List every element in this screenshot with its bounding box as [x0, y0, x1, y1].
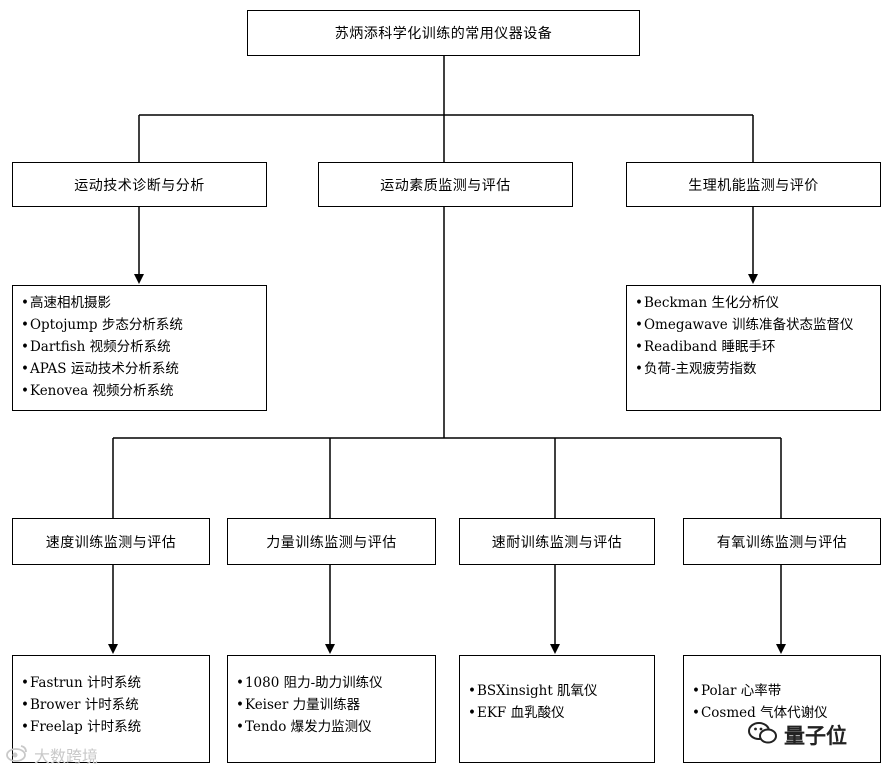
list-item: Readiband 睡眠手环	[635, 336, 880, 358]
watermark-right-text: 量子位	[784, 724, 847, 748]
list-item: Optojump 步态分析系统	[21, 314, 266, 336]
watermark-left: 大数跨境	[6, 743, 98, 767]
subcategory-box-aerobic: 有氧训练监测与评估	[683, 518, 881, 565]
category-box-physiology: 生理机能监测与评价	[626, 162, 881, 207]
list-item: 高速相机摄影	[21, 292, 266, 314]
list-item: Beckman 生化分析仪	[635, 292, 880, 314]
subcategory-label-speed-endurance: 速耐训练监测与评估	[491, 534, 623, 551]
list-item: BSXinsight 肌氧仪	[468, 680, 654, 702]
watermark-right: 量子位	[748, 720, 847, 750]
list-item: EKF 血乳酸仪	[468, 702, 654, 724]
list-item: Omegawave 训练准备状态监督仪	[635, 314, 880, 336]
title-text: 苏炳添科学化训练的常用仪器设备	[334, 26, 553, 42]
list-item: Tendo 爆发力监测仪	[236, 716, 435, 738]
category-box-technique: 运动技术诊断与分析	[12, 162, 267, 207]
weibo-icon	[6, 744, 28, 766]
list-item: Fastrun 计时系统	[21, 672, 209, 694]
subcategory-box-speed: 速度训练监测与评估	[12, 518, 210, 565]
device-list-aerobic: Polar 心率带 Cosmed 气体代谢仪	[683, 655, 881, 763]
list-item: 1080 阻力-助力训练仪	[236, 672, 435, 694]
title-box: 苏炳添科学化训练的常用仪器设备	[247, 10, 640, 56]
category-box-quality: 运动素质监测与评估	[318, 162, 573, 207]
category-label-physiology: 生理机能监测与评价	[688, 177, 819, 194]
list-item: Kenovea 视频分析系统	[21, 380, 266, 402]
subcategory-label-aerobic: 有氧训练监测与评估	[716, 534, 848, 551]
category-label-technique: 运动技术诊断与分析	[74, 177, 205, 194]
subcategory-box-strength: 力量训练监测与评估	[227, 518, 436, 565]
subcategory-label-strength: 力量训练监测与评估	[266, 534, 397, 551]
device-list-speed-endurance: BSXinsight 肌氧仪 EKF 血乳酸仪	[459, 655, 655, 763]
list-item: Keiser 力量训练器	[236, 694, 435, 716]
category-label-quality: 运动素质监测与评估	[380, 177, 511, 194]
list-item: Polar 心率带	[692, 680, 880, 702]
list-item: Cosmed 气体代谢仪	[692, 702, 880, 724]
subcategory-label-speed: 速度训练监测与评估	[45, 534, 177, 551]
list-item: Brower 计时系统	[21, 694, 209, 716]
list-item: Freelap 计时系统	[21, 716, 209, 738]
device-list-speed: Fastrun 计时系统 Brower 计时系统 Freelap 计时系统	[12, 655, 210, 763]
device-list-physiology: Beckman 生化分析仪 Omegawave 训练准备状态监督仪 Readib…	[626, 285, 881, 411]
list-item: Dartfish 视频分析系统	[21, 336, 266, 358]
list-item: APAS 运动技术分析系统	[21, 358, 266, 380]
wechat-icon	[748, 721, 778, 750]
subcategory-box-speed-endurance: 速耐训练监测与评估	[459, 518, 655, 565]
device-list-strength: 1080 阻力-助力训练仪 Keiser 力量训练器 Tendo 爆发力监测仪	[227, 655, 436, 763]
device-list-technique: 高速相机摄影 Optojump 步态分析系统 Dartfish 视频分析系统 A…	[12, 285, 267, 411]
watermark-left-text: 大数跨境	[34, 747, 99, 766]
list-item: 负荷-主观疲劳指数	[635, 358, 880, 380]
